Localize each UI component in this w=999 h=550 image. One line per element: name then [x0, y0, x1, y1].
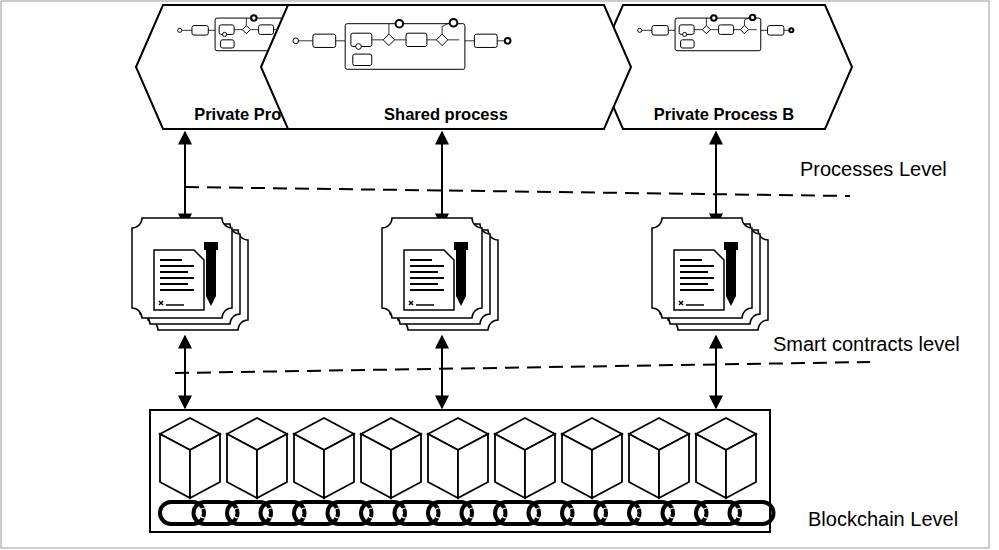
block-cube [428, 418, 488, 498]
process-title: Private Process B [595, 105, 853, 124]
level-label: Blockchain Level [808, 508, 958, 531]
smart-contract-icon [382, 218, 498, 330]
block-cube [227, 418, 287, 498]
block-cube [562, 418, 622, 498]
block-cube [629, 418, 689, 498]
level-label: Processes Level [800, 158, 947, 181]
smart-contract-icon [652, 218, 768, 330]
smart-contract-icon [132, 218, 248, 330]
block-cube [696, 418, 756, 498]
block-cube [294, 418, 354, 498]
process-title: Shared process [260, 105, 632, 124]
block-cube [160, 418, 220, 498]
process-chevron: Private Process B [595, 4, 853, 130]
level-label: Smart contracts level [773, 333, 960, 356]
block-cube [495, 418, 555, 498]
chain-link [730, 502, 774, 524]
process-chevron: Shared process [260, 4, 632, 130]
block-cube [361, 418, 421, 498]
